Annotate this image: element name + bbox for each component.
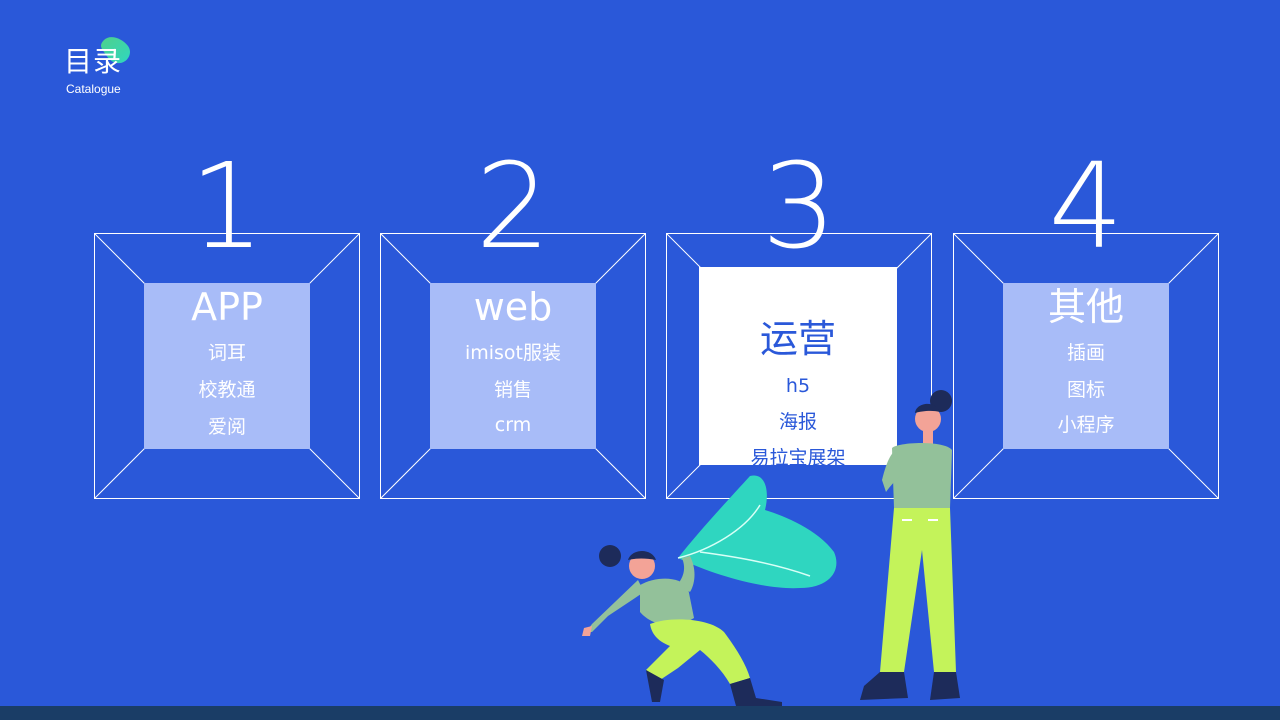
card-title: APP xyxy=(191,285,263,329)
card-number: 2 xyxy=(475,137,551,275)
card-title: 其他 xyxy=(1047,285,1124,329)
leaf-icon xyxy=(677,475,837,589)
card-item: 小程序 xyxy=(1057,414,1115,436)
card-item: 爱阅 xyxy=(207,416,246,438)
page-subtitle: Catalogue xyxy=(66,82,121,96)
catalogue-header: 目录 Catalogue xyxy=(64,36,154,100)
logo-blob-icon xyxy=(101,37,131,64)
ground-strip xyxy=(0,706,1280,720)
card-item: 校教通 xyxy=(198,379,256,401)
card-item: 词耳 xyxy=(207,342,246,364)
catalogue-card-1[interactable]: 1 APP 词耳 校教通 爱阅 xyxy=(94,141,360,499)
card-item: h5 xyxy=(785,375,811,397)
card-item: crm xyxy=(494,414,532,436)
standing-woman-icon xyxy=(860,390,960,700)
card-inner-box: APP 词耳 校教通 爱阅 xyxy=(144,283,310,449)
card-item: 图标 xyxy=(1066,379,1105,401)
card-item: 销售 xyxy=(493,379,532,401)
card-item: 海报 xyxy=(778,411,817,433)
catalogue-card-2[interactable]: 2 web imisot服装 销售 crm xyxy=(380,141,646,499)
card-title: web xyxy=(473,285,553,329)
catalogue-card-4[interactable]: 4 其他 插画 图标 小程序 xyxy=(953,141,1219,499)
card-item: 插画 xyxy=(1066,342,1105,364)
card-inner-box: 其他 插画 图标 小程序 xyxy=(1003,283,1169,449)
page-title: 目录 xyxy=(64,45,123,78)
card-title: 运营 xyxy=(759,317,836,361)
card-inner-box-active: 运营 h5 海报 易拉宝展架 xyxy=(699,267,897,469)
two-people-with-leaf-illustration xyxy=(582,390,960,706)
leaning-woman-icon xyxy=(582,545,782,706)
card-number: 1 xyxy=(189,137,265,275)
card-item: imisot服装 xyxy=(464,342,562,364)
card-item: 易拉宝展架 xyxy=(750,447,846,469)
card-number: 4 xyxy=(1048,137,1124,275)
card-inner-box: web imisot服装 销售 crm xyxy=(430,283,596,449)
catalogue-card-3[interactable]: 3 运营 h5 海报 易拉宝展架 xyxy=(666,141,932,499)
card-number: 3 xyxy=(761,137,837,275)
